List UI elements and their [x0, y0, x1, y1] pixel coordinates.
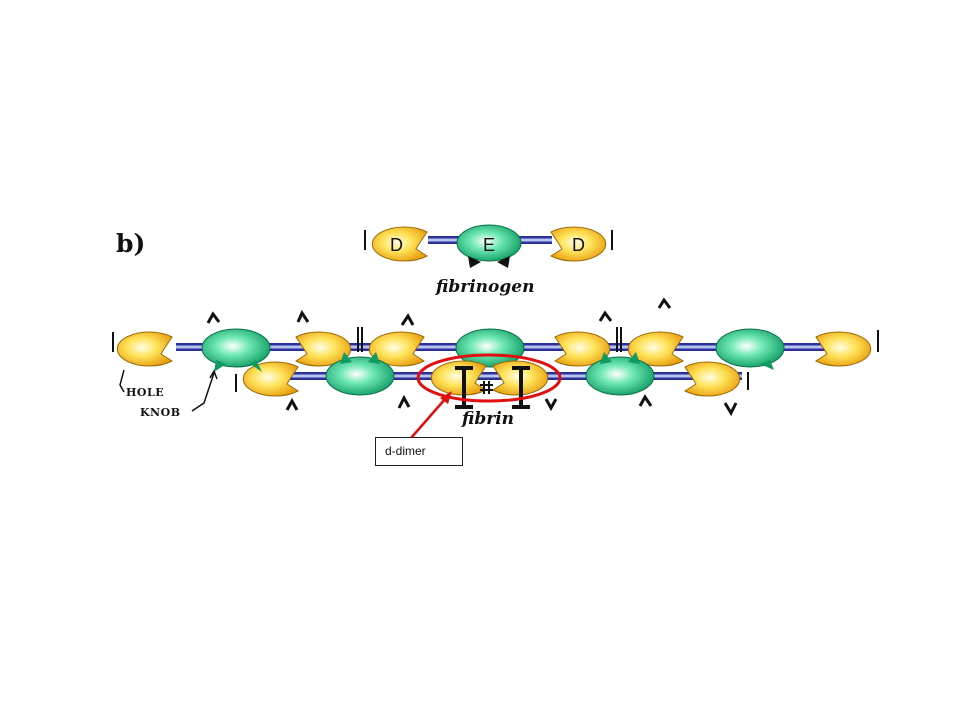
d-dimer-arrow [410, 397, 447, 439]
d-dimer-highlight [416, 353, 562, 403]
fibrin-caption: fibrin [461, 409, 514, 429]
knob-label: KNOB [140, 406, 181, 419]
knob-pointer [191, 372, 215, 412]
fibrinogen-e-domain [456, 224, 522, 262]
domain-label-d-right: D [572, 235, 585, 255]
hole-pointer [119, 369, 125, 393]
d-dimer-label: d-dimer [385, 444, 426, 458]
domain-label-d-left: D [390, 235, 403, 255]
panel-label: b) [116, 229, 145, 258]
fibrinogen-molecule: D E D [364, 224, 613, 268]
fibrin-polymer [112, 297, 879, 417]
hole-label: HOLE [126, 386, 164, 399]
domain-label-e: E [483, 235, 495, 255]
crosslink-symbol [455, 366, 530, 409]
fibrinogen-caption: fibrinogen [435, 277, 534, 297]
d-dimer-callout: d-dimer [375, 437, 463, 466]
